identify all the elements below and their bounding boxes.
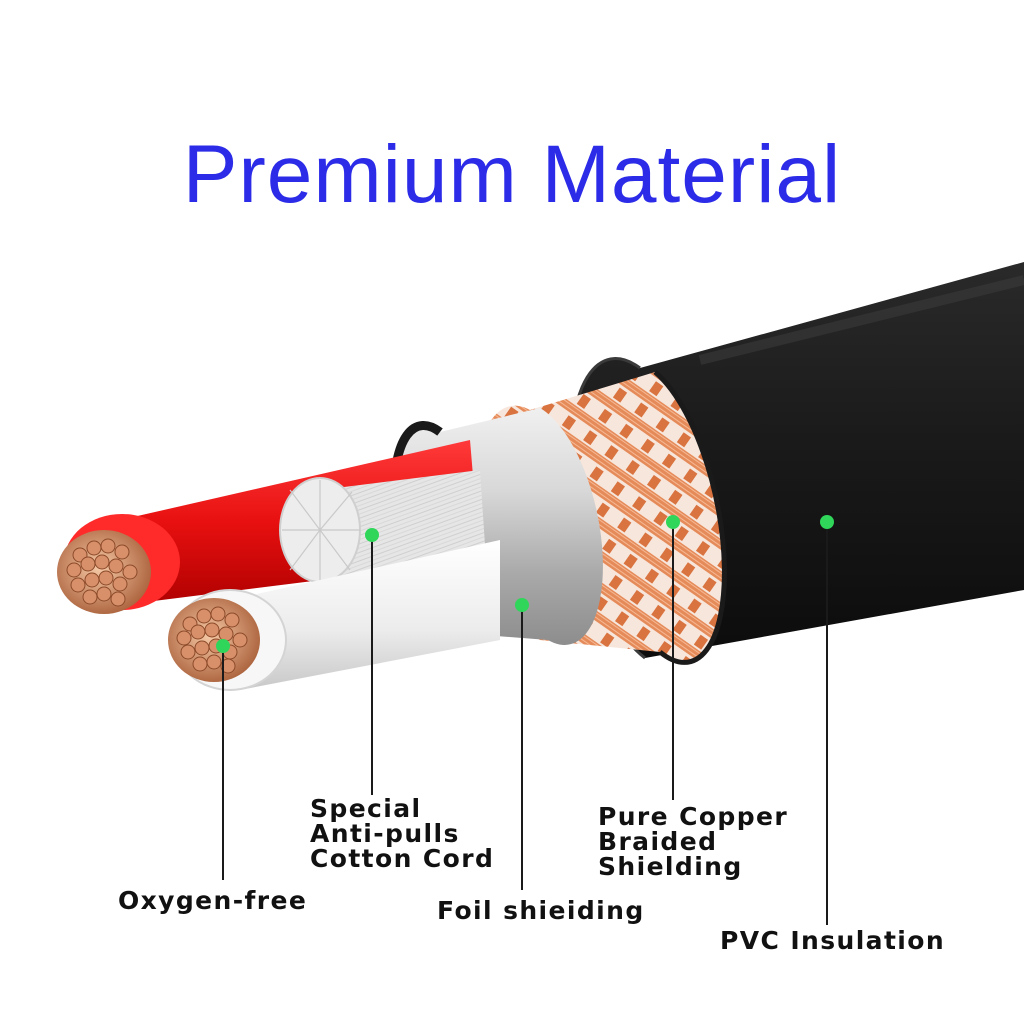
label-braid-line-3: Shielding — [598, 852, 743, 881]
label-pvc-insulation: PVC Insulation — [720, 926, 946, 955]
page-title: Premium Material — [182, 129, 842, 220]
marker-cotton-cord — [365, 528, 379, 542]
label-cotton-cord: Special Anti-pulls Cotton Cord — [310, 796, 494, 871]
label-cotton-cord-line-2: Anti-pulls — [310, 819, 460, 848]
callout-markers — [216, 515, 834, 653]
label-cotton-cord-line-3: Cotton Cord — [310, 844, 495, 873]
marker-oxygen-free — [216, 639, 230, 653]
label-braided-shielding: Pure Copper Braided Shielding — [598, 804, 788, 879]
label-oxygen-free: Oxygen-free — [118, 886, 308, 915]
marker-pvc — [820, 515, 834, 529]
marker-braid — [666, 515, 680, 529]
label-foil-shielding: Foil shieiding — [437, 896, 645, 925]
white-conductor — [168, 540, 501, 691]
callout-lines — [222, 522, 828, 925]
label-braid-line-1: Pure Copper — [598, 802, 789, 831]
label-cotton-cord-line-1: Special — [310, 794, 422, 823]
marker-foil — [515, 598, 529, 612]
label-braid-line-2: Braided — [598, 827, 718, 856]
